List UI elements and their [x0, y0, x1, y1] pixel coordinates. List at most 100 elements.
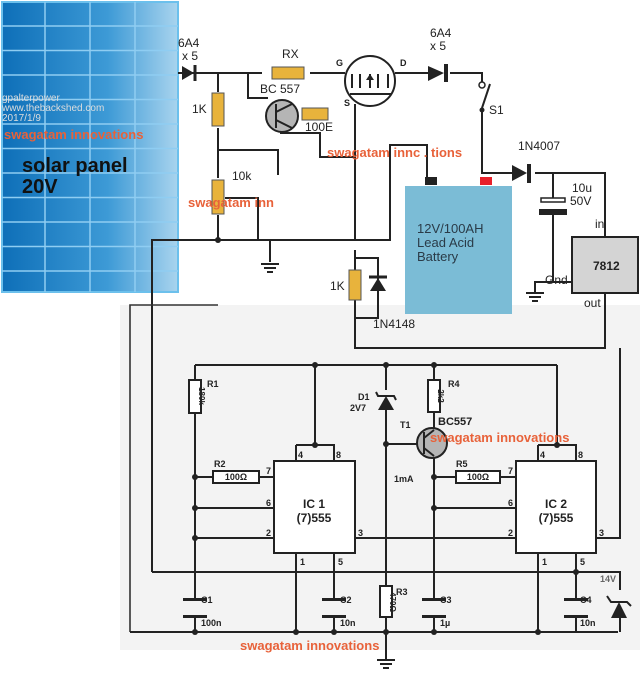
ic2-pin-5: 5 [580, 557, 585, 567]
mosfet [344, 55, 396, 107]
mosfet-pin-s: S [344, 98, 350, 108]
ic1-pin-8: 8 [336, 450, 341, 460]
ic1-pin-1: 1 [300, 557, 305, 567]
junction-dot [383, 441, 389, 447]
regulator-out: out [584, 296, 601, 310]
ic2-pin-4: 4 [540, 450, 545, 460]
capacitor-c3-plate [422, 598, 446, 601]
ic1-label: IC 1 [303, 497, 325, 511]
watermark: swagatam innovations [4, 127, 143, 142]
resistor-rx [271, 66, 305, 80]
c3-ref: C3 [440, 595, 452, 605]
resistor-100e [301, 107, 329, 121]
diode2-label: 6A4 [430, 26, 452, 40]
ic2-label: IC 2 [545, 497, 567, 511]
switch-s1[interactable] [478, 81, 491, 113]
battery-label: Battery [417, 249, 459, 264]
junction-dot [293, 629, 299, 635]
c1-ref: C1 [201, 595, 213, 605]
diode-1n4148 [370, 278, 386, 291]
watermark-partial: swagatam inn [188, 195, 274, 210]
capacitor-c4-plate [564, 615, 588, 618]
junction-dot [431, 362, 437, 368]
switch-label: S1 [489, 103, 504, 117]
diode2-count: x 5 [430, 39, 446, 53]
c3-value: 1µ [440, 618, 450, 628]
forum-stamp-site: www.thebackshed.com [1, 103, 104, 114]
ic2-pin-3: 3 [599, 528, 604, 538]
ic1-pin-4: 4 [298, 450, 303, 460]
solar-panel-voltage: 20V [22, 176, 58, 198]
ic2-pin-1: 1 [542, 557, 547, 567]
c2-value: 10n [340, 618, 356, 628]
lower-wires [130, 348, 621, 660]
t1-value: BC557 [438, 416, 472, 428]
resistor-1k-2 [348, 269, 362, 301]
solar-panel: solar panel 20V gpalterpower www.theback… [1, 1, 179, 293]
junction-dot [192, 474, 198, 480]
t1-current: 1mA [394, 474, 414, 484]
junction-dot [215, 237, 221, 243]
diode-1n4007 [512, 165, 527, 181]
t1-ref: T1 [400, 420, 411, 430]
junction-dot [431, 629, 437, 635]
d1-value: 2V7 [350, 403, 366, 413]
r2-value: 100Ω [225, 472, 247, 482]
junction-dot [554, 442, 560, 448]
c4-ref: C4 [580, 595, 592, 605]
r1k2-label: 1K [330, 279, 345, 293]
ground-icon [526, 292, 544, 302]
regulator-7812: 7812 [571, 236, 639, 294]
diode-6a4-2 [428, 66, 444, 81]
ground-icon [377, 659, 395, 669]
watermark-lower-1: swagatam innovations [430, 430, 569, 445]
r2-ref: R2 [214, 459, 226, 469]
transistor-label: BC 557 [260, 82, 300, 96]
ic2-pin-6: 6 [508, 498, 513, 508]
cap-voltage: 50V [570, 194, 591, 208]
potentiometer-10k [211, 179, 225, 215]
d1-ref: D1 [358, 392, 370, 402]
diode4-label: 1N4148 [373, 317, 415, 331]
r4-ref: R4 [448, 379, 460, 389]
battery-rating: 12V/100AH [417, 221, 484, 236]
ic2-pin-2: 2 [508, 528, 513, 538]
junction-dot [192, 629, 198, 635]
zener-label: 14V [600, 574, 616, 584]
ic2-pin-7: 7 [508, 466, 513, 476]
forum-stamp-date: 2017/1/9 [2, 113, 41, 124]
junction-dot [192, 505, 198, 511]
solar-panel-label: solar panel [22, 155, 128, 177]
mosfet-pin-g: G [336, 58, 343, 68]
junction-dot [383, 629, 389, 635]
ground-icon [261, 263, 279, 273]
pot-label: 10k [232, 169, 252, 183]
junction-dot [431, 505, 437, 511]
r4-value: 2k2 [436, 389, 445, 403]
c4-value: 10n [580, 618, 596, 628]
ic1-pin-6: 6 [266, 498, 271, 508]
r100e-label: 100E [305, 120, 333, 134]
junction-dot [431, 474, 437, 480]
ic1-pin-7: 7 [266, 466, 271, 476]
forum-stamp-user: gpalterpower [2, 93, 60, 104]
junction-dot [331, 629, 337, 635]
watermark-partial-2: swagatam innc . tions [327, 145, 462, 160]
junction-dot [383, 362, 389, 368]
r1k-label: 1K [192, 102, 207, 116]
ic2-pin-8: 8 [578, 450, 583, 460]
ic2-555: IC 2 (7)555 4 8 7 6 2 3 1 5 [508, 450, 604, 567]
capacitors [183, 598, 588, 618]
regulator-in: in [595, 217, 604, 231]
regulator-gnd: Gnd [545, 273, 568, 287]
c1-value: 100n [201, 618, 222, 628]
diode-6a4-1 [182, 66, 194, 80]
capacitor-c4-plate [564, 598, 588, 601]
r5-ref: R5 [456, 459, 468, 469]
r3-value: 470Ω [388, 592, 397, 612]
junction-dot [573, 569, 579, 575]
junction-dots [192, 237, 579, 635]
zener-d1 [378, 396, 394, 410]
diode1-count: x 5 [182, 49, 198, 63]
resistor-r5 [455, 470, 501, 484]
